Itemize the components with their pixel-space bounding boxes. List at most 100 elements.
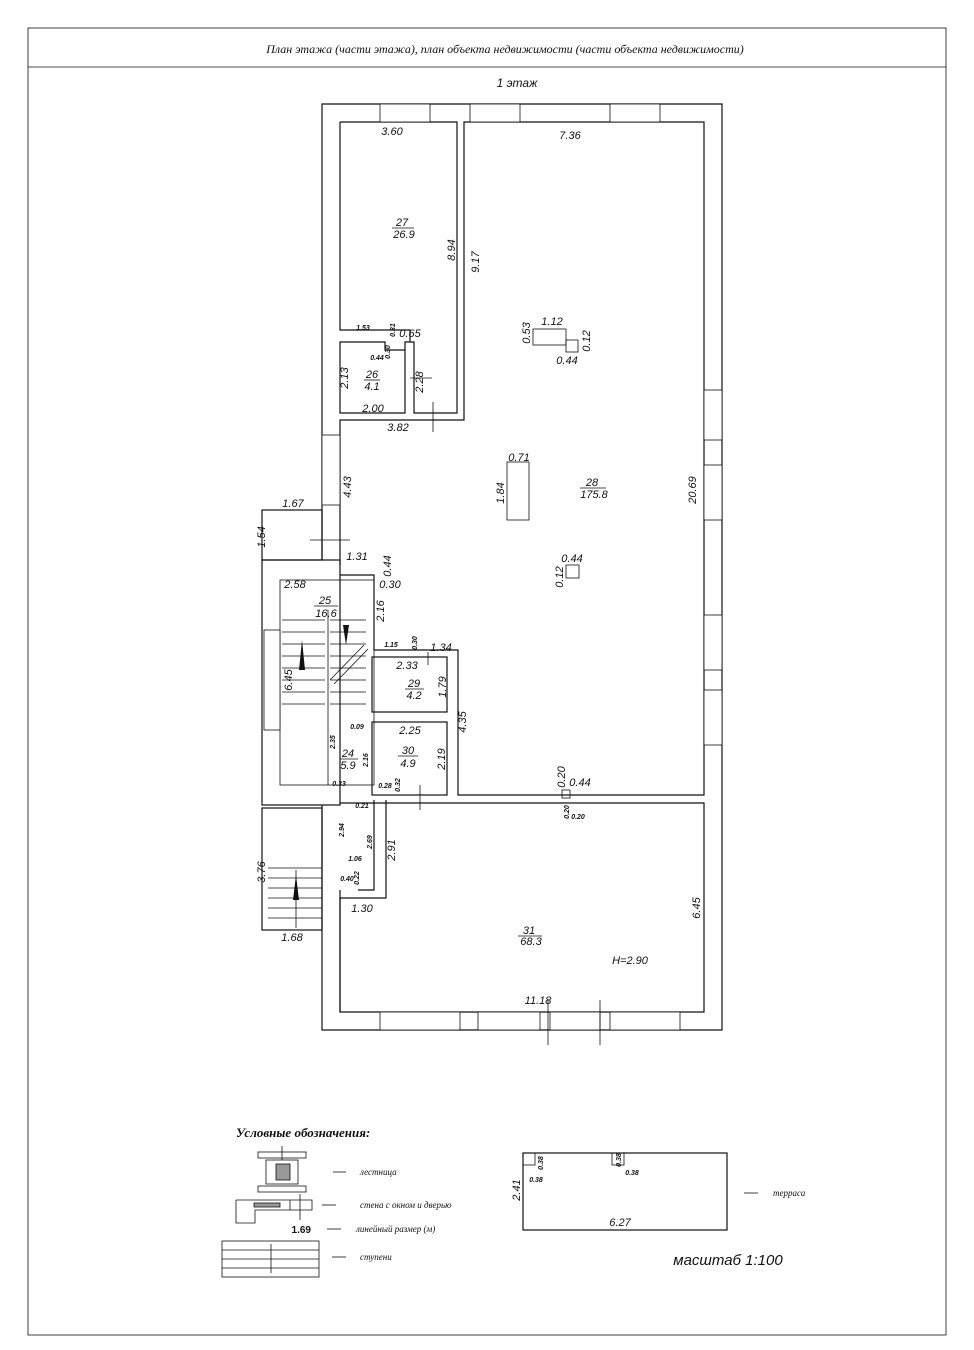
dimension-label: 1.54: [256, 526, 268, 547]
dimension-label: 0.53: [521, 321, 533, 343]
dimension-label: 1.30: [351, 903, 373, 915]
dimension-label: 2.41: [511, 1179, 523, 1201]
dimension-label: 0.22: [354, 871, 361, 885]
dimension-label: 4.9: [400, 758, 415, 770]
dimension-label: 1.15: [384, 642, 398, 649]
dimension-label: 2.91: [386, 839, 398, 861]
dimension-label: 28: [585, 477, 599, 489]
dimension-label: 6.27: [609, 1217, 631, 1229]
dimension-label: 0.44: [370, 355, 384, 362]
room-30: 304.9: [398, 745, 418, 770]
dimension-label: 1.53: [356, 325, 370, 332]
legend-dim-sample: 1.69: [292, 1225, 312, 1236]
legend-wall: стена с окном и дверью: [360, 1200, 452, 1210]
dimension-label: 2.16: [363, 753, 370, 768]
dimension-label: 9.17: [470, 250, 482, 272]
dimension-label: 20.69: [687, 476, 699, 505]
dimension-label: 6.45: [283, 668, 295, 690]
dimension-label: 0.44: [561, 553, 582, 565]
dimension-label: 24: [341, 748, 354, 760]
legend: Условные обозначения: лестница стена с о…: [221, 1125, 452, 1278]
dimension-label: 1.34: [430, 642, 451, 654]
dimension-label: 0.21: [355, 803, 369, 810]
dimension-label: 0.38: [616, 1153, 623, 1167]
dimension-label: 0.30: [385, 345, 392, 359]
dimension-label: 0.09: [350, 724, 364, 731]
windows: [263, 103, 723, 1045]
dimension-label: 30: [402, 745, 415, 757]
stair-up-arrow-icon: [299, 640, 305, 670]
dimension-label: 2.16: [375, 599, 387, 622]
dimension-label: 0.20: [571, 814, 585, 821]
dimension-label: 0.38: [529, 1177, 543, 1184]
dimension-label: 8.94: [446, 239, 458, 260]
dimension-label: 0.30: [412, 636, 419, 650]
dimension-label: 0.38: [538, 1156, 545, 1170]
dimension-label: 0.12: [581, 330, 593, 351]
wall-window-door-legend-icon: [235, 1194, 313, 1224]
dimension-label: 0.40: [340, 876, 354, 883]
dimension-label: 4.35: [457, 710, 469, 732]
legend-steps: ступени: [360, 1252, 392, 1262]
floor-label: 1 этаж: [497, 76, 538, 90]
legend-terrace: терраса: [773, 1188, 806, 1198]
terrace-plan: 2.41 0.38 0.38 0.38 0.38 6.27 терраса: [511, 1152, 806, 1231]
stairs: [268, 610, 369, 928]
dimension-label: 175.8: [580, 489, 608, 501]
dimension-label: 2.28: [414, 370, 426, 393]
dimension-label: 2.69: [367, 835, 374, 850]
plan-title: План этажа (части этажа), план объекта н…: [265, 42, 744, 56]
dimension-label: 2.19: [436, 748, 448, 770]
dimension-label: 0.20: [564, 805, 571, 819]
dimension-label: 26.9: [392, 229, 414, 241]
dimension-label: 4.1: [364, 381, 379, 393]
room-24: 245.9: [340, 748, 358, 772]
dimension-label: 0.38: [625, 1170, 639, 1177]
dimension-label: 1.67: [282, 498, 304, 510]
ceiling-height: H=2.90: [612, 955, 649, 967]
dimension-label: 31: [523, 925, 535, 937]
dimension-label: 6.45: [691, 896, 703, 918]
dimension-label: 0.65: [399, 328, 421, 340]
page-frame: [27, 27, 947, 1336]
building-walls: [261, 103, 723, 1031]
dimension-label: 29: [407, 678, 420, 690]
dimension-label: 68.3: [520, 936, 542, 948]
dimension-label: 1.79: [437, 676, 449, 697]
dimension-label: 7.36: [559, 130, 581, 142]
dimension-label: 5.9: [340, 760, 355, 772]
stair-down-arrow-icon: [343, 625, 349, 645]
dimension-label: 11.18: [525, 995, 553, 1007]
stairs-legend-icon: [257, 1146, 307, 1193]
dimension-label: 1.06: [348, 856, 362, 863]
dimension-label: 2.00: [361, 403, 384, 415]
dimension-label: 3.76: [256, 860, 268, 882]
dimension-label: 0.33: [332, 781, 346, 788]
dimension-label: 2.33: [395, 660, 418, 672]
dimension-label: 27: [395, 217, 409, 229]
dimension-label: 0.12: [554, 566, 566, 587]
dimension-label: 4.43: [342, 475, 354, 497]
dimension-label: 3.82: [387, 422, 408, 434]
steps-up-arrow-icon: [293, 875, 299, 900]
dimension-label: 2.25: [398, 725, 421, 737]
steps-legend-icon: [221, 1240, 320, 1278]
dimension-label: 3.60: [381, 126, 403, 138]
dimension-label: 25: [318, 595, 332, 607]
dimension-label: 1.12: [541, 316, 562, 328]
scale-label: масштаб 1:100: [673, 1252, 783, 1269]
legend-stairs: лестница: [359, 1167, 397, 1177]
dimension-label: 0.30: [379, 579, 401, 591]
room-26: 264.1: [364, 369, 380, 393]
dimension-label: 16.6: [315, 608, 337, 620]
dimension-label: 0.44: [382, 555, 394, 576]
dimensions: 3.60 7.36 8.94 9.17 1.53 0.31 0.65 0.44 …: [256, 126, 703, 1007]
dimension-label: 0.20: [556, 765, 568, 787]
dimension-label: 0.44: [556, 355, 577, 367]
dimension-label: 2.94: [339, 823, 346, 838]
dimension-label: 0.71: [508, 452, 529, 464]
